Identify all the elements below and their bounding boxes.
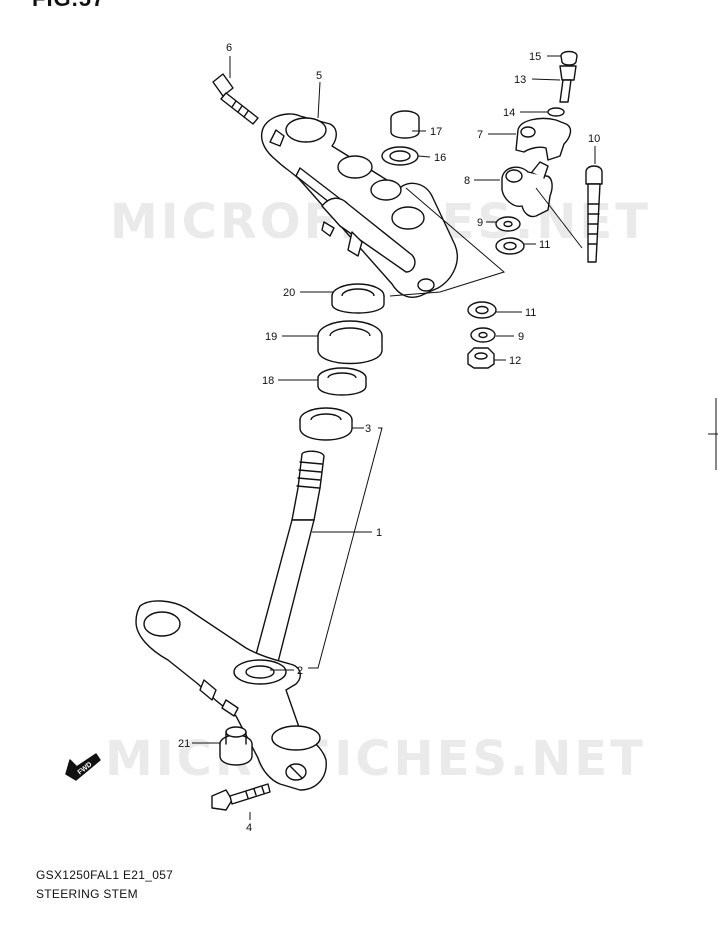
callout-13: 13 [514, 74, 526, 86]
washer-11-upper [495, 237, 525, 255]
holder-lower-8 [501, 161, 553, 218]
callout-16: 16 [434, 152, 446, 164]
upper-bracket-5 [260, 113, 458, 298]
nut-12 [467, 347, 495, 369]
callout-4: 4 [246, 822, 252, 834]
washer-14 [547, 107, 565, 117]
callout-10: 10 [588, 133, 600, 145]
callout-12: 12 [509, 355, 521, 367]
callout-5: 5 [316, 70, 322, 82]
bearing-3 [299, 407, 353, 441]
bolt-4 [211, 783, 271, 811]
callout-1: 1 [376, 527, 382, 539]
callout-11-lower: 11 [525, 307, 536, 319]
bolt-6 [212, 73, 259, 125]
washer-9-lower [470, 327, 496, 343]
leader-lines [192, 55, 596, 820]
callout-3: 3 [365, 423, 371, 435]
callout-20: 20 [283, 287, 295, 299]
cap-15 [560, 50, 578, 66]
callout-9-lower: 9 [518, 331, 524, 343]
steering-nut-20 [331, 283, 385, 314]
callout-7: 7 [477, 129, 483, 141]
callout-21: 21 [178, 738, 190, 750]
callout-11-upper: 11 [539, 239, 550, 251]
figure-title: FIG.57 [32, 0, 105, 12]
forward-arrow-icon [65, 753, 101, 781]
callout-2: 2 [297, 665, 303, 677]
callout-19: 19 [265, 331, 277, 343]
callout-17: 17 [430, 126, 442, 138]
bearing-18 [317, 367, 367, 396]
cap-17 [390, 110, 420, 139]
callout-14: 14 [503, 107, 515, 119]
callout-9-upper: 9 [477, 217, 483, 229]
diagram-name: STEERING STEM [36, 887, 138, 901]
steering-stem-1 [135, 450, 327, 791]
callout-labels: 6 5 17 16 15 13 14 7 8 10 9 11 11 9 12 2… [178, 42, 600, 834]
ring-16 [381, 146, 419, 166]
plug-21 [219, 726, 253, 766]
washer-9-upper [495, 216, 521, 232]
watermark-bottom: MICROFICHES.NET [105, 731, 646, 787]
callout-8: 8 [464, 175, 470, 187]
callout-15: 15 [529, 51, 541, 63]
holder-upper-7 [515, 117, 572, 161]
callout-6: 6 [226, 42, 232, 54]
bolt-13 [559, 65, 577, 103]
washer-11-lower [467, 301, 497, 319]
diagram-code: GSX1250FAL1 E21_057 [36, 868, 174, 882]
bolt-10 [585, 165, 603, 263]
forward-label: FWD [77, 761, 94, 776]
seal-19 [317, 320, 383, 365]
callout-18: 18 [262, 375, 274, 387]
